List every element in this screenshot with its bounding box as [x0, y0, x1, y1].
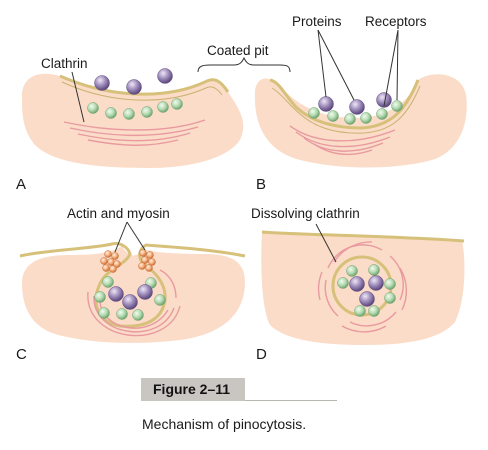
dissolving-clathrin-leader — [315, 223, 337, 263]
proteins-leaders — [317, 29, 355, 101]
coated-pit-brace — [197, 56, 291, 73]
proteins-label: Proteins — [292, 14, 342, 29]
proteins — [94, 68, 173, 95]
proteins — [108, 284, 153, 310]
figure-caption: Mechanism of pinocytosis. — [142, 416, 307, 432]
figure-label-rule — [245, 400, 337, 401]
receptors-leaders — [383, 29, 399, 107]
cell-membrane — [269, 78, 420, 130]
cell-membrane — [261, 230, 465, 243]
clathrin-label: Clathrin — [41, 56, 88, 71]
receptors-label: Receptors — [365, 14, 427, 29]
panel-a — [21, 56, 291, 168]
panel-letter-b: B — [256, 176, 266, 193]
receptors — [87, 98, 183, 120]
clathrin-coat — [63, 119, 206, 146]
actin-myosin-leaders — [114, 221, 146, 253]
actin-myosin-label: Actin and myosin — [67, 206, 170, 221]
dissolving-clathrin-arcs — [317, 241, 408, 333]
dissolving-clathrin-label: Dissolving clathrin — [251, 206, 360, 221]
actin-myosin-cluster-left — [100, 250, 121, 273]
receptors — [337, 264, 396, 317]
cell-body — [21, 73, 244, 168]
cell-body — [22, 246, 245, 343]
receptors — [94, 276, 166, 321]
panel-letter-d: D — [256, 346, 267, 363]
panel-c — [19, 221, 246, 343]
receptors — [308, 100, 403, 125]
clathrin-leader — [71, 71, 85, 123]
panel-letter-a: A — [16, 176, 26, 193]
panel-letter-c: C — [16, 346, 27, 363]
membrane-inner-line — [271, 85, 421, 134]
panel-b — [254, 29, 467, 168]
actin-myosin-cluster-right — [138, 249, 156, 272]
proteins — [318, 92, 392, 115]
cell-body — [254, 74, 467, 168]
coated-pit-label: Coated pit — [207, 43, 269, 58]
panel-d — [261, 223, 465, 345]
figure-number-label: Figure 2–11 — [141, 378, 245, 401]
clathrin-coat — [289, 125, 396, 156]
membrane-inner-line — [61, 81, 223, 101]
proteins — [349, 275, 384, 307]
